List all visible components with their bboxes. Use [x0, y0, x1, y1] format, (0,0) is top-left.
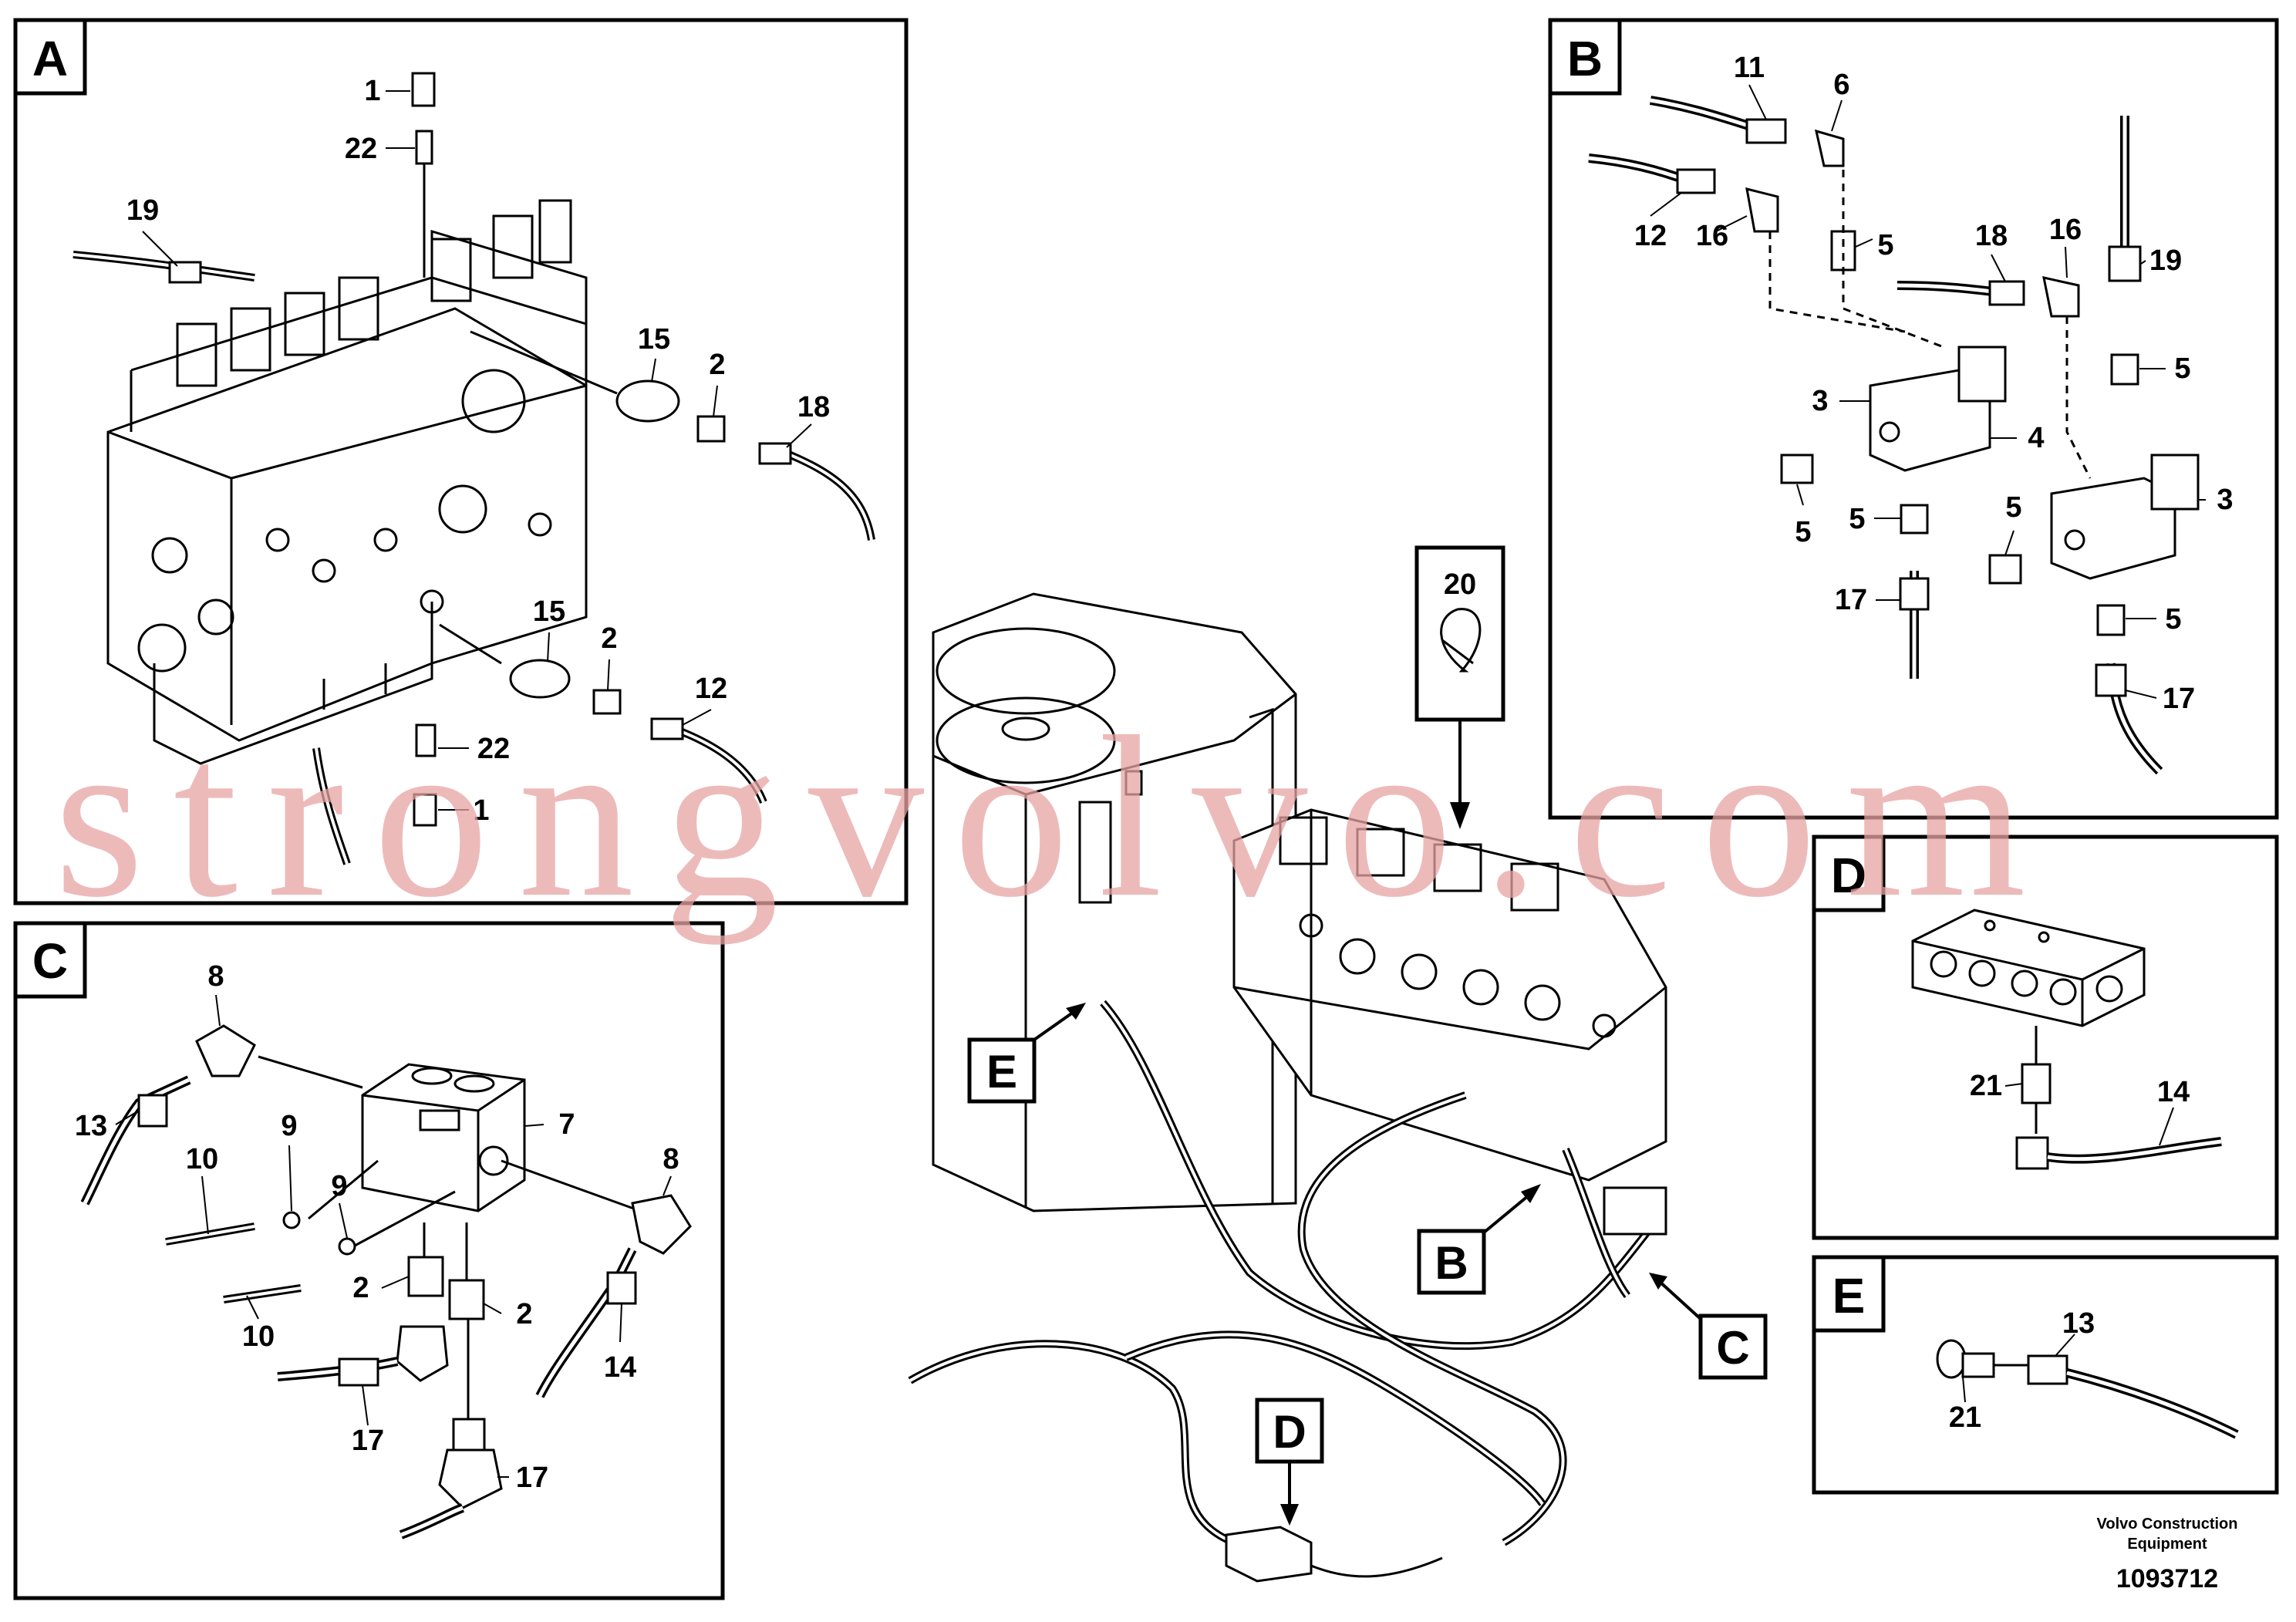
callout-9-bottom: 9 — [331, 1170, 347, 1202]
callout-3-left: 3 — [1812, 385, 1828, 417]
callouts-a: 1 22 19 15 2 18 15 2 12 22 1 — [126, 75, 830, 827]
callout-21: 21 — [1949, 1401, 1981, 1434]
leader-lines-b — [1650, 84, 2206, 699]
footer: Volvo Construction Equipment 1093712 — [2097, 1516, 2238, 1593]
callout-22-top: 22 — [345, 133, 377, 165]
callout-17-left: 17 — [1835, 584, 1867, 616]
panel-b-label: B — [1567, 31, 1603, 86]
callout-15-top: 15 — [638, 323, 670, 356]
callout-19: 19 — [126, 194, 159, 227]
callout-7: 7 — [558, 1108, 575, 1141]
callout-8-top: 8 — [207, 960, 224, 993]
callout-14: 14 — [2157, 1076, 2190, 1108]
doc-number: 1093712 — [2116, 1564, 2218, 1593]
hose-fitting-illustration — [1936, 1339, 2239, 1439]
callout-5-bottom: 5 — [2165, 603, 2181, 636]
panel-e: E 13 21 — [1812, 1255, 2279, 1495]
callout-5-left: 5 — [1795, 516, 1811, 548]
callout-12: 12 — [695, 673, 727, 705]
callout-10-top: 10 — [186, 1143, 218, 1175]
callout-15-bottom: 15 — [533, 595, 565, 628]
callout-5-rightmid: 5 — [2005, 491, 2021, 524]
panel-d-label: D — [1831, 848, 1866, 903]
callout-13: 13 — [75, 1110, 107, 1142]
callouts-b: 11 6 12 16 5 18 16 19 5 3 4 5 5 5 3 17 5… — [1634, 52, 2234, 715]
callout-17-right: 17 — [516, 1462, 548, 1494]
company-line-1: Volvo Construction — [2097, 1516, 2238, 1533]
callout-22-bottom: 22 — [477, 733, 510, 765]
panel-c: C — [13, 921, 725, 1600]
callouts-c: 8 13 10 9 7 9 8 2 2 10 14 17 17 — [75, 960, 679, 1494]
callout-1-top: 1 — [364, 75, 380, 107]
callout-2-top: 2 — [709, 349, 725, 381]
callout-19: 19 — [2149, 244, 2182, 277]
panel-a-label: A — [32, 31, 68, 86]
callout-11: 11 — [1734, 52, 1765, 84]
leader-lines-a — [142, 90, 812, 811]
callout-17-right: 17 — [2163, 683, 2195, 715]
callout-3-right: 3 — [2217, 484, 2233, 516]
watermark: strongvolvo.com — [54, 689, 2055, 946]
view-b-marker: B — [1435, 1237, 1468, 1289]
callout-5-top: 5 — [1877, 229, 1893, 261]
callout-18: 18 — [797, 391, 830, 423]
callout-2-bottom: 2 — [601, 622, 617, 655]
view-d-marker: D — [1273, 1406, 1306, 1458]
manifold-block-illustration — [80, 1024, 692, 1539]
view-c-marker: C — [1716, 1322, 1749, 1374]
callout-8-right: 8 — [663, 1143, 679, 1175]
callout-17-left: 17 — [352, 1425, 384, 1457]
panel-a: A — [13, 18, 909, 905]
distribution-block-illustration — [1911, 909, 2222, 1170]
callout-5-mid: 5 — [1849, 503, 1865, 535]
callout-2-left: 2 — [352, 1272, 369, 1304]
leader-lines-c — [115, 994, 672, 1478]
panel-d: D 21 14 — [1812, 835, 2279, 1240]
hose-and-fittings-a — [72, 72, 875, 865]
callout-21: 21 — [1970, 1070, 2002, 1102]
callout-6: 6 — [1833, 69, 1849, 101]
callout-1-bottom: 1 — [473, 794, 489, 827]
callout-2-right: 2 — [516, 1298, 532, 1330]
callout-5-right: 5 — [2174, 352, 2190, 385]
callout-12: 12 — [1634, 220, 1667, 252]
panel-e-label: E — [1832, 1268, 1866, 1324]
solenoid-valves-illustration — [1588, 96, 2200, 775]
callout-18: 18 — [1975, 220, 2008, 252]
panel-b: B — [1548, 18, 2279, 820]
panel-c-label: C — [32, 933, 68, 989]
control-valve-illustration — [106, 199, 588, 765]
callout-14: 14 — [604, 1351, 636, 1384]
callout-20: 20 — [1444, 568, 1476, 601]
company-line-2: Equipment — [2127, 1536, 2207, 1553]
main-view-markers: 20 B C D E — [967, 545, 1768, 1526]
callout-10-bottom: 10 — [242, 1320, 275, 1353]
callout-16-left: 16 — [1696, 220, 1728, 252]
view-e-marker: E — [986, 1046, 1017, 1098]
callout-4: 4 — [2028, 422, 2044, 454]
callout-16-right: 16 — [2049, 214, 2082, 246]
callout-9-top: 9 — [281, 1110, 297, 1142]
callout-13: 13 — [2062, 1307, 2095, 1340]
